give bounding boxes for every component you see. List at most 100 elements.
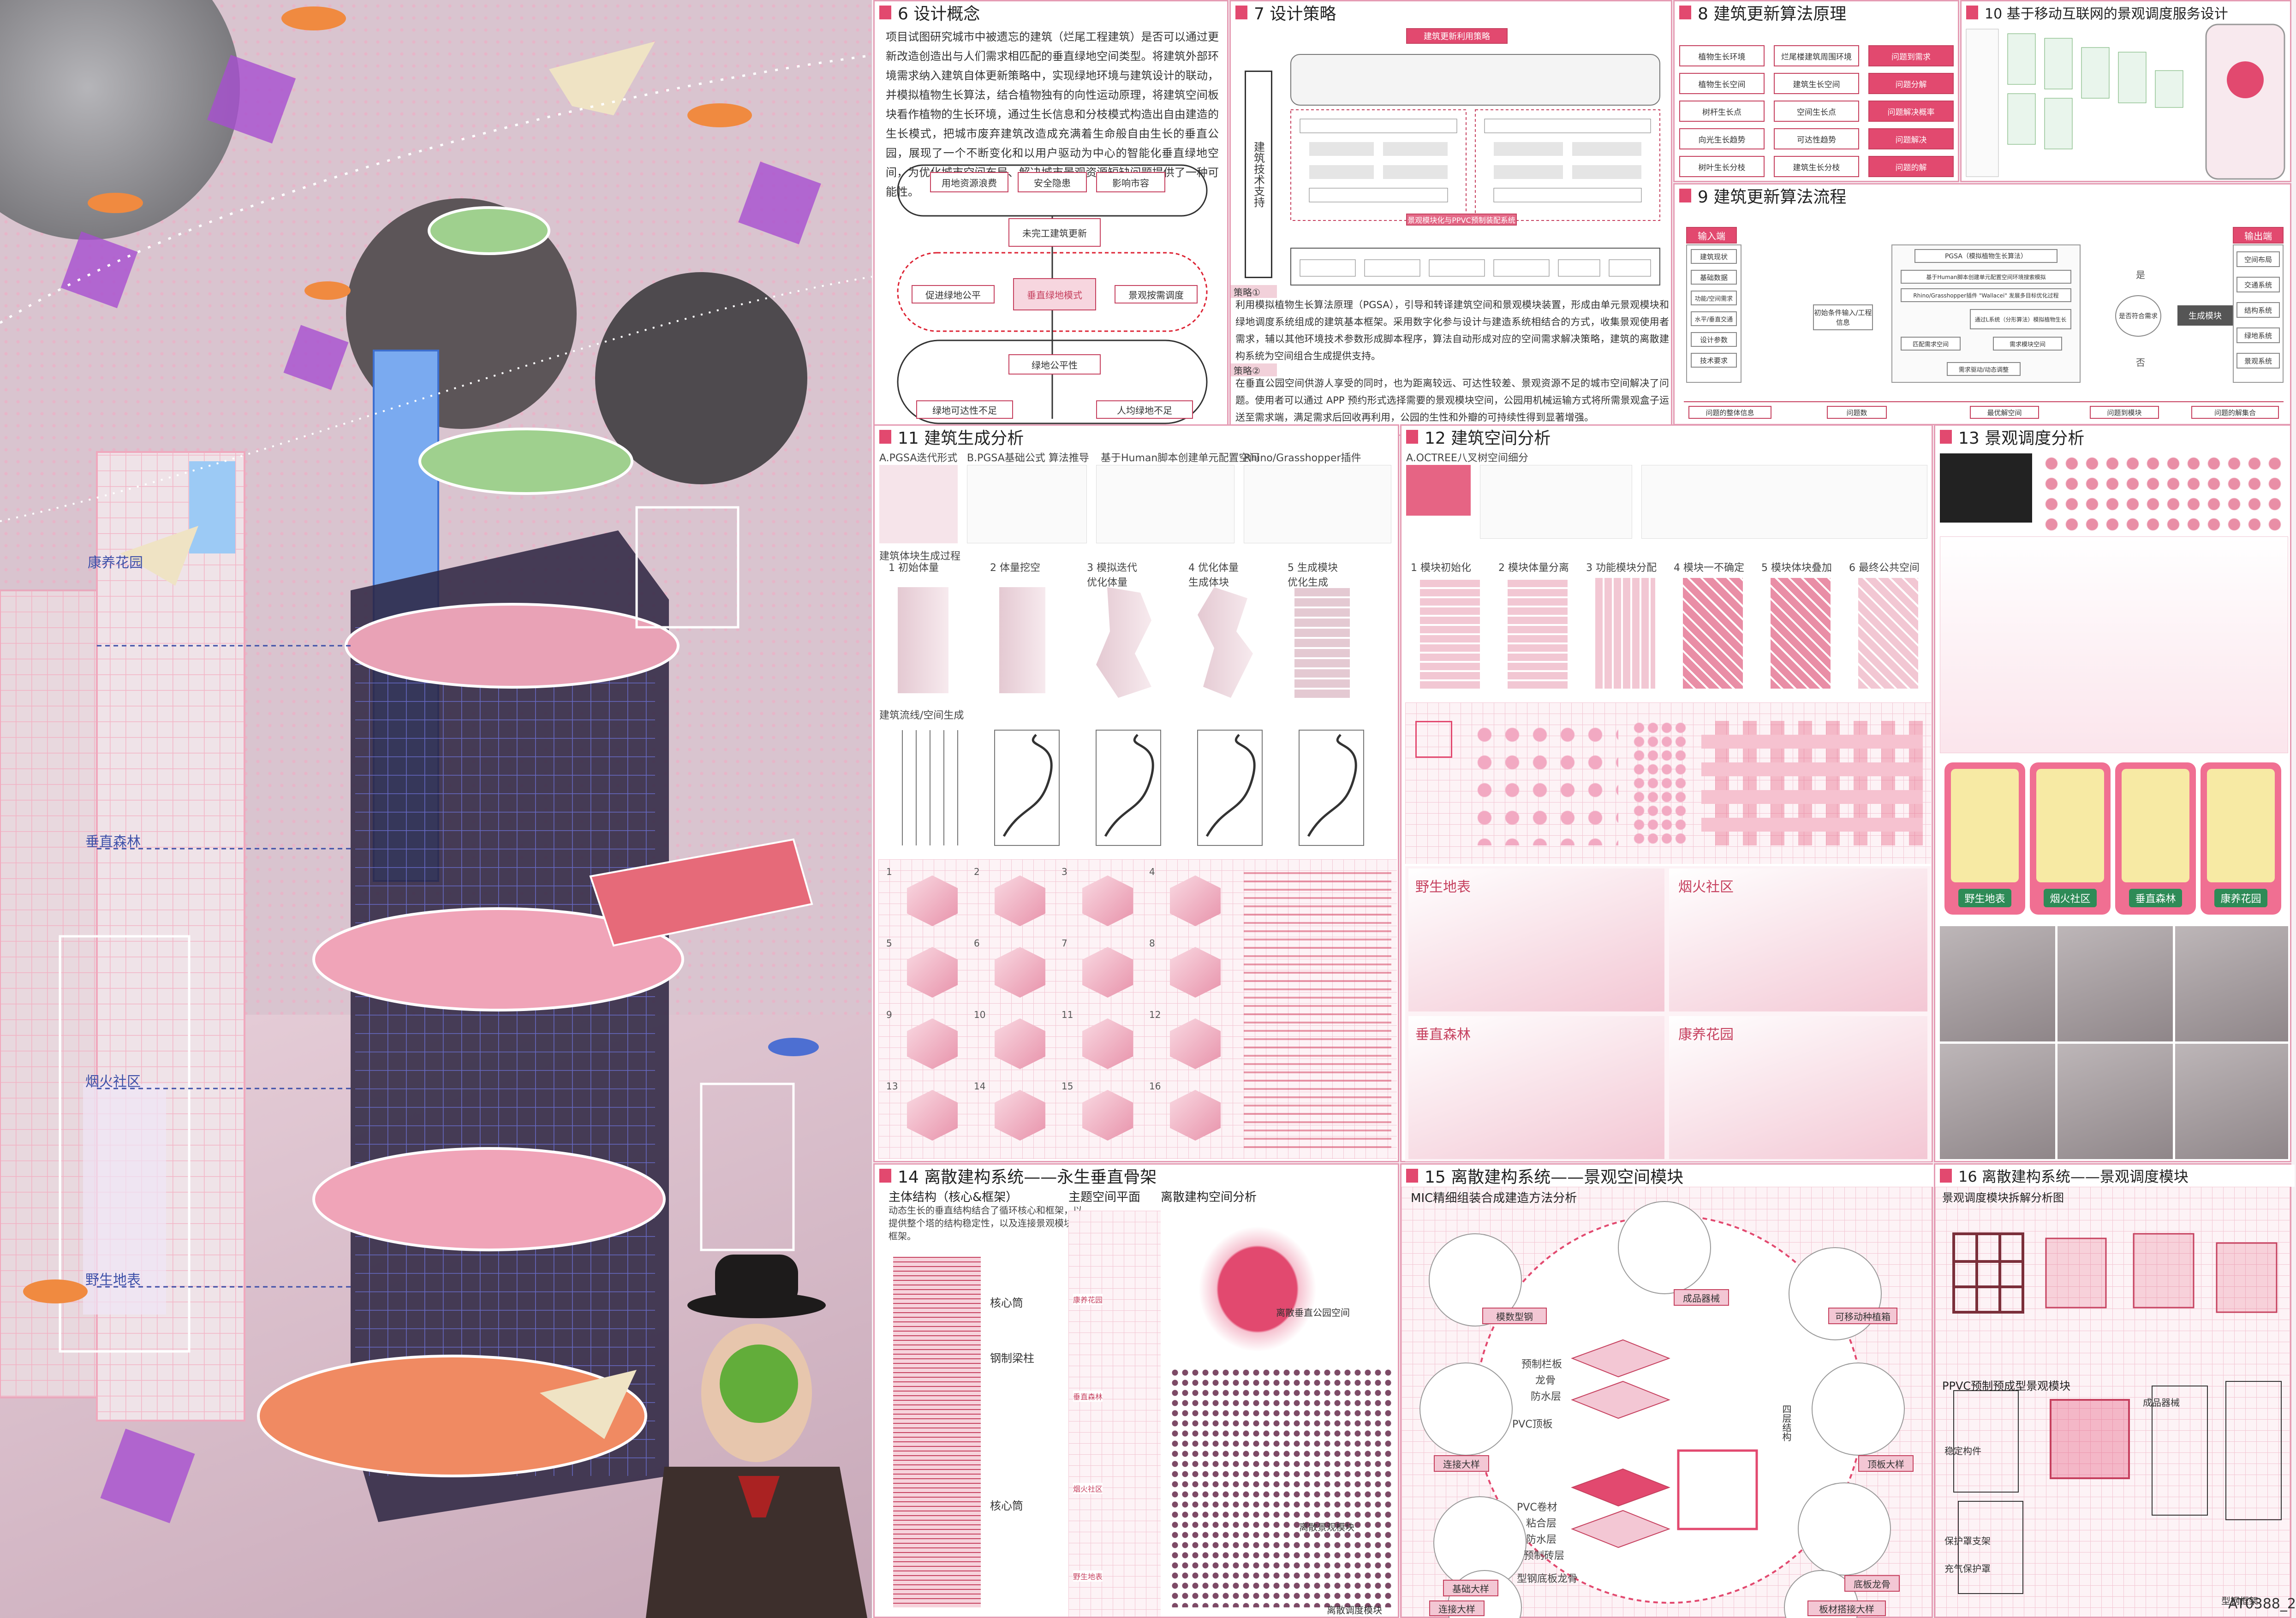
judge-node: 是否符合需求 bbox=[2115, 295, 2161, 337]
plan-tag: 垂直森林 bbox=[1073, 1391, 1103, 1402]
step-label: 2 体量挖空 bbox=[990, 562, 1040, 574]
panel-title-text: 7 设计策略 bbox=[1254, 5, 1336, 24]
step-label: 4 优化体量 生成体块 bbox=[1188, 562, 1239, 589]
zone-label: 垂直森林 bbox=[1415, 1027, 1471, 1043]
no-label: 否 bbox=[2136, 357, 2145, 368]
output-item: 结构系统 bbox=[2236, 302, 2280, 318]
concept-box-dispatch: 景观按需调度 bbox=[1115, 285, 1198, 303]
principle-cell: 建筑生长空间 bbox=[1774, 73, 1859, 94]
octree-graph bbox=[1480, 465, 1632, 539]
panel-title: 9 建筑更新算法流程 bbox=[1675, 184, 1846, 207]
concept-box-land-waste: 用地资源浪费 bbox=[930, 172, 1008, 192]
space-mass-2 bbox=[1508, 578, 1568, 689]
space-mass-1 bbox=[1420, 578, 1480, 689]
octree-cubes bbox=[1406, 465, 1471, 516]
space-step: 2 模块体量分离 bbox=[1498, 562, 1569, 574]
circle-label: 顶板大样 bbox=[1858, 1455, 1914, 1472]
output-item: 绿地系统 bbox=[2236, 327, 2280, 343]
voxel-cube bbox=[1082, 875, 1133, 926]
panel-title: 14 离散建构系统——永生垂直骨架 bbox=[875, 1165, 1157, 1187]
card-label: 烟火社区 bbox=[2044, 889, 2097, 907]
panel-title-text: 14 离散建构系统——永生垂直骨架 bbox=[898, 1168, 1157, 1187]
input-item: 设计参数 bbox=[1691, 332, 1737, 347]
tech-support-label: 建筑技术支持 bbox=[1245, 71, 1272, 278]
panel-title-text: 15 离散建构系统——景观空间模块 bbox=[1425, 1168, 1684, 1187]
input-item: 功能/空间需求 bbox=[1691, 291, 1737, 305]
principle-cell: 树叶生长分枝 bbox=[1679, 156, 1765, 177]
stacked-slabs bbox=[1188, 1215, 1327, 1363]
cell-number: 9 bbox=[886, 1009, 892, 1020]
zone-label: 野生地表 bbox=[1415, 879, 1471, 895]
principle-cell: 问题分解 bbox=[1868, 73, 1954, 94]
principle-cell: 植物生长空间 bbox=[1679, 73, 1765, 94]
dispatch-card-wild: 野生地表 bbox=[1944, 762, 2025, 915]
human-script-graph bbox=[1096, 465, 1234, 543]
sub-a: A.OCTREE八叉树空间细分 bbox=[1406, 452, 1528, 464]
space-mass-6 bbox=[1858, 578, 1918, 689]
cell-number: 16 bbox=[1149, 1081, 1161, 1092]
title-marker bbox=[879, 6, 891, 19]
render-illustration bbox=[0, 0, 872, 1618]
principle-cell: 植物生长环境 bbox=[1679, 45, 1765, 66]
analysis-title: 离散建构空间分析 bbox=[1161, 1190, 1257, 1204]
module-exploded-diagrams bbox=[1952, 1232, 2282, 1594]
concept-diagram bbox=[897, 164, 1208, 424]
pgsa-iteration-grid bbox=[879, 465, 958, 543]
layer-label: 型钢底板龙骨 bbox=[1517, 1573, 1578, 1585]
cell-number: 5 bbox=[886, 938, 892, 949]
initial-condition-node: 初始条件输入/工程信息 bbox=[1813, 304, 1873, 330]
right-tag: 离散垂直公园空间 bbox=[1276, 1307, 1350, 1318]
strategy-1-label: 策略① bbox=[1231, 285, 1277, 298]
process-node: Rhino/Grasshopper插件 "Wallacei" 发展多目标优化过程 bbox=[1901, 288, 2071, 302]
bottom-label: 问题到模块 bbox=[2090, 406, 2159, 419]
space-step: 1 模块初始化 bbox=[1411, 562, 1471, 574]
concept-box-fairness: 促进绿地公平 bbox=[912, 285, 995, 303]
plans-column bbox=[1068, 1211, 1161, 1617]
sub-a: A.PGSA迭代形式 bbox=[879, 452, 958, 464]
strategy-2-text: 在垂直公园空间供游人享受的同时，也为距离较远、可达性较差、景观资源不足的城市空间… bbox=[1235, 378, 1669, 423]
circle-label: 基础大样 bbox=[1443, 1580, 1498, 1596]
street-photo-2 bbox=[2057, 926, 2173, 1041]
circle-label: 底板龙骨 bbox=[1844, 1575, 1900, 1592]
zone-kangyang-garden bbox=[1669, 1016, 1927, 1159]
core-label: 核心筒 bbox=[990, 1297, 1023, 1309]
input-item: 水平/垂直交通 bbox=[1691, 311, 1737, 326]
plan-tag: 康养花园 bbox=[1073, 1294, 1103, 1305]
plan-title: 主题空间平面 bbox=[1068, 1190, 1141, 1204]
sub-c: 基于Human脚本创建单元配置空间 bbox=[1101, 452, 1259, 464]
process-node: 匹配需求空间 bbox=[1901, 337, 1961, 351]
strategy-top-box: 建筑更新利用策略 bbox=[1406, 28, 1508, 44]
strategy-flowchart bbox=[1290, 54, 1660, 286]
principle-cell: 问题到需求 bbox=[1868, 45, 1954, 66]
title-marker bbox=[1940, 1169, 1952, 1183]
layer-label: 粘合层 bbox=[1526, 1518, 1557, 1529]
panel-title-text: 6 设计概念 bbox=[898, 5, 980, 24]
zone-label: 烟火社区 bbox=[1678, 879, 1734, 895]
output-item: 交通系统 bbox=[2236, 277, 2280, 292]
module-label: 成品器械 bbox=[2143, 1397, 2180, 1408]
panel-building-generation: 11 建筑生成分析 A.PGSA迭代形式 B.PGSA基础公式 算法推导 基于H… bbox=[873, 424, 1399, 1162]
panel-title-text: 10 基于移动互联网的景观调度服务设计 bbox=[1985, 6, 2228, 22]
cell-number: 7 bbox=[1062, 938, 1067, 949]
app-flow-diagram bbox=[1966, 24, 2285, 180]
pgsa-formula bbox=[967, 465, 1087, 543]
space-mass-5 bbox=[1771, 578, 1831, 689]
module-label: 稳定构件 bbox=[1944, 1445, 1981, 1457]
output-item: 空间布局 bbox=[2236, 251, 2280, 267]
concept-box-renewal: 未完工建筑更新 bbox=[1008, 218, 1101, 247]
street-photo-5 bbox=[2057, 1044, 2173, 1159]
module-label: 充气保护罩 bbox=[1944, 1563, 1991, 1574]
wallacei-graph bbox=[1244, 465, 1391, 543]
layer-label: PVC顶板 bbox=[1512, 1419, 1553, 1430]
panel-landscape-dispatch: 13 景观调度分析 野生地表 烟火社区 垂直森林 康养花园 bbox=[1934, 424, 2291, 1162]
space-step: 6 最终公共空间 bbox=[1849, 562, 1920, 574]
input-item: 建筑现状 bbox=[1691, 249, 1737, 264]
steel-label: 钢制梁柱 bbox=[990, 1352, 1034, 1365]
frame-structure bbox=[893, 1257, 981, 1607]
panel-title: 15 离散建构系统——景观空间模块 bbox=[1401, 1165, 1936, 1187]
mic-circle-diagram bbox=[1419, 1201, 1905, 1618]
principle-cell: 问题解决概率 bbox=[1868, 101, 1954, 122]
panel-title-text: 11 建筑生成分析 bbox=[898, 429, 1024, 448]
mass-step-4 bbox=[1198, 587, 1253, 698]
panel-title: 10 基于移动互联网的景观调度服务设计 bbox=[1962, 1, 2228, 24]
